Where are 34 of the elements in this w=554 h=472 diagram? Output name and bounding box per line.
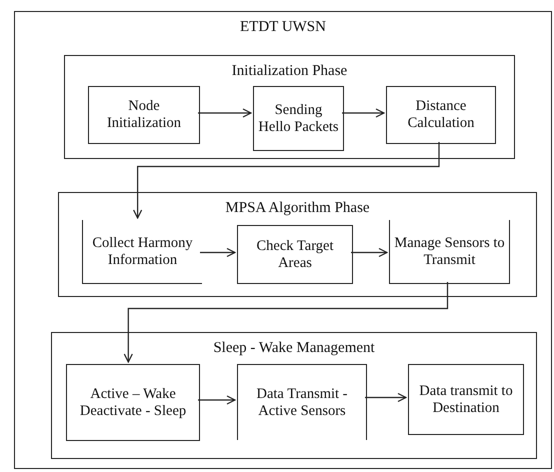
process-box bbox=[66, 364, 200, 441]
arrow bbox=[200, 248, 236, 258]
phase-box bbox=[58, 192, 537, 297]
step-label: Data Transmit - Active Sensors bbox=[255, 386, 349, 420]
step-label: Node Initialization bbox=[106, 98, 182, 132]
process-box bbox=[88, 86, 200, 144]
arrow bbox=[365, 392, 407, 402]
arrow bbox=[342, 108, 385, 118]
phase-title: Sleep - Wake Management bbox=[213, 339, 375, 357]
phase-title: ETDT UWSN bbox=[240, 18, 326, 36]
step-label: Distance Calculation bbox=[406, 98, 476, 132]
phase-title: MPSA Algorithm Phase bbox=[225, 199, 370, 217]
process-box bbox=[408, 364, 524, 435]
step-label: Data transmit to Destination bbox=[418, 382, 514, 416]
phase-box bbox=[64, 55, 515, 159]
process-box bbox=[389, 220, 510, 284]
step-label: Collect Harmony Information bbox=[91, 234, 194, 268]
process-box bbox=[253, 86, 344, 151]
process-box bbox=[386, 86, 496, 144]
process-box bbox=[237, 225, 353, 284]
process-box bbox=[82, 220, 202, 284]
step-label: Manage Sensors to Transmit bbox=[394, 234, 505, 268]
arrow bbox=[198, 108, 252, 118]
arrow bbox=[351, 248, 388, 258]
step-label: Active – Wake Deactivate - Sleep bbox=[78, 386, 188, 420]
arrow bbox=[133, 142, 440, 219]
arrow bbox=[198, 395, 236, 405]
step-label: Sending Hello Packets bbox=[258, 102, 339, 136]
system-frame bbox=[14, 11, 552, 469]
phase-box bbox=[51, 332, 537, 459]
phase-title: Initialization Phase bbox=[232, 62, 348, 80]
step-label: Check Target Areas bbox=[256, 238, 334, 272]
process-box bbox=[237, 364, 367, 440]
arrow bbox=[124, 282, 448, 363]
